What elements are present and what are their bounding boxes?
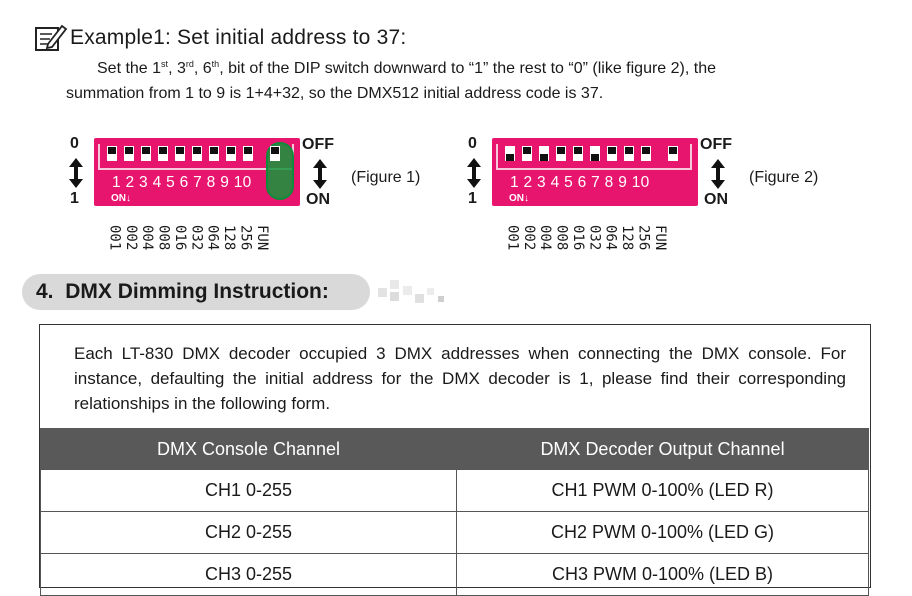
on-arrow-label: ON↓ <box>509 193 529 204</box>
table-header-row: DMX Console Channel DMX Decoder Output C… <box>40 428 869 470</box>
bit-label: 008 <box>553 224 570 250</box>
dmx-info-box: Each LT-830 DMX decoder occupied 3 DMX a… <box>39 324 871 596</box>
figure-1-caption: (Figure 1) <box>351 169 421 186</box>
bit-label: 064 <box>204 224 221 250</box>
bit-label: 256 <box>237 224 254 250</box>
dip-switch-2 <box>124 146 134 161</box>
bit-label: 001 <box>504 224 521 250</box>
updown-arrow-icon <box>313 159 327 189</box>
dip-switch-7 <box>607 146 617 161</box>
bit-label: 128 <box>221 224 238 250</box>
dip-switch-1 <box>107 146 117 161</box>
bit-label: FUN <box>651 224 668 250</box>
table-row: CH1 0-255 CH1 PWM 0-100% (LED R) <box>40 469 869 512</box>
bit-value-labels-2: 001 002 004 008 016 032 064 128 256 FUN <box>503 210 668 250</box>
bit-value-labels-1: 001 002 004 008 016 032 064 128 256 FUN <box>105 210 270 250</box>
note-edit-icon <box>35 24 68 51</box>
bit-label: FUN <box>253 224 270 250</box>
table-row: CH2 0-255 CH2 PWM 0-100% (LED G) <box>40 511 869 554</box>
table-cell: CH2 PWM 0-100% (LED G) <box>456 511 869 554</box>
table-cell: CH1 PWM 0-100% (LED R) <box>456 469 869 512</box>
fig1-one-label: 1 <box>70 190 79 207</box>
figure-2-caption: (Figure 2) <box>749 169 819 186</box>
bit-label: 016 <box>171 224 188 250</box>
decorative-dots <box>378 280 444 303</box>
dip-numbers: 1 2 3 4 5 6 7 8 9 10 <box>510 174 650 191</box>
column-header: DMX Decoder Output Channel <box>456 428 869 470</box>
table-cell: CH3 0-255 <box>40 553 457 596</box>
description-text: Each LT-830 DMX decoder occupied 3 DMX a… <box>74 344 846 413</box>
fig2-on-label: ON <box>704 191 728 208</box>
dip-switch-figure-1: 1 2 3 4 5 6 7 8 9 10 ON↓ <box>94 138 300 206</box>
dip-numbers: 1 2 3 4 5 6 7 8 9 10 <box>112 174 252 191</box>
bit-label: 004 <box>537 224 554 250</box>
table-cell: CH1 0-255 <box>40 469 457 512</box>
bit-label: 032 <box>586 224 603 250</box>
dip-switch-6 <box>590 146 600 161</box>
dmx-channel-table: DMX Console Channel DMX Decoder Output C… <box>40 428 869 596</box>
bit-label: 064 <box>602 224 619 250</box>
column-header: DMX Console Channel <box>40 428 457 470</box>
example-line-1: Set the 1st, 3rd, 6th, bit of the DIP sw… <box>97 59 716 78</box>
dip-switch-3 <box>141 146 151 161</box>
fig1-zero-label: 0 <box>70 135 79 152</box>
dip-switch-5 <box>175 146 185 161</box>
bit-label: 256 <box>635 224 652 250</box>
table-cell: CH2 0-255 <box>40 511 457 554</box>
updown-arrow-icon <box>711 159 725 189</box>
bit-label: 032 <box>188 224 205 250</box>
dip-switch-6 <box>192 146 202 161</box>
table-cell: CH3 PWM 0-100% (LED B) <box>456 553 869 596</box>
updown-arrow-icon <box>467 158 481 188</box>
dip-switch-10 <box>668 146 678 161</box>
dip-switch-8 <box>226 146 236 161</box>
dip-switch-9 <box>641 146 651 161</box>
dip-switch-3 <box>539 146 549 161</box>
on-arrow-label: ON↓ <box>111 193 131 204</box>
section-title: DMX Dimming Instruction: <box>65 280 329 303</box>
example-title: Example1: Set initial address to 37: <box>70 26 407 49</box>
dip-switch-4 <box>158 146 168 161</box>
dip-switch-9 <box>243 146 253 161</box>
bit-label: 001 <box>106 224 123 250</box>
fig1-off-label: OFF <box>302 136 334 153</box>
table-row: CH3 0-255 CH3 PWM 0-100% (LED B) <box>40 553 869 596</box>
bit-label: 008 <box>155 224 172 250</box>
example-line-2: summation from 1 to 9 is 1+4+32, so the … <box>66 85 604 102</box>
dip-switch-10 <box>270 146 280 161</box>
updown-arrow-icon <box>69 158 83 188</box>
dip-switch-1 <box>505 146 515 161</box>
fig2-off-label: OFF <box>700 136 732 153</box>
bit-label: 016 <box>569 224 586 250</box>
bit-label: 004 <box>139 224 156 250</box>
fig2-zero-label: 0 <box>468 135 477 152</box>
dip-switch-4 <box>556 146 566 161</box>
bit-label: 002 <box>520 224 537 250</box>
dip-switch-7 <box>209 146 219 161</box>
section-number: 4. <box>36 280 54 303</box>
fig1-on-label: ON <box>306 191 330 208</box>
dip-switch-5 <box>573 146 583 161</box>
dip-switch-figure-2: 1 2 3 4 5 6 7 8 9 10 ON↓ <box>492 138 698 206</box>
bit-label: 002 <box>122 224 139 250</box>
bit-label: 128 <box>619 224 636 250</box>
fig2-one-label: 1 <box>468 190 477 207</box>
dip-switch-8 <box>624 146 634 161</box>
dip-switch-2 <box>522 146 532 161</box>
